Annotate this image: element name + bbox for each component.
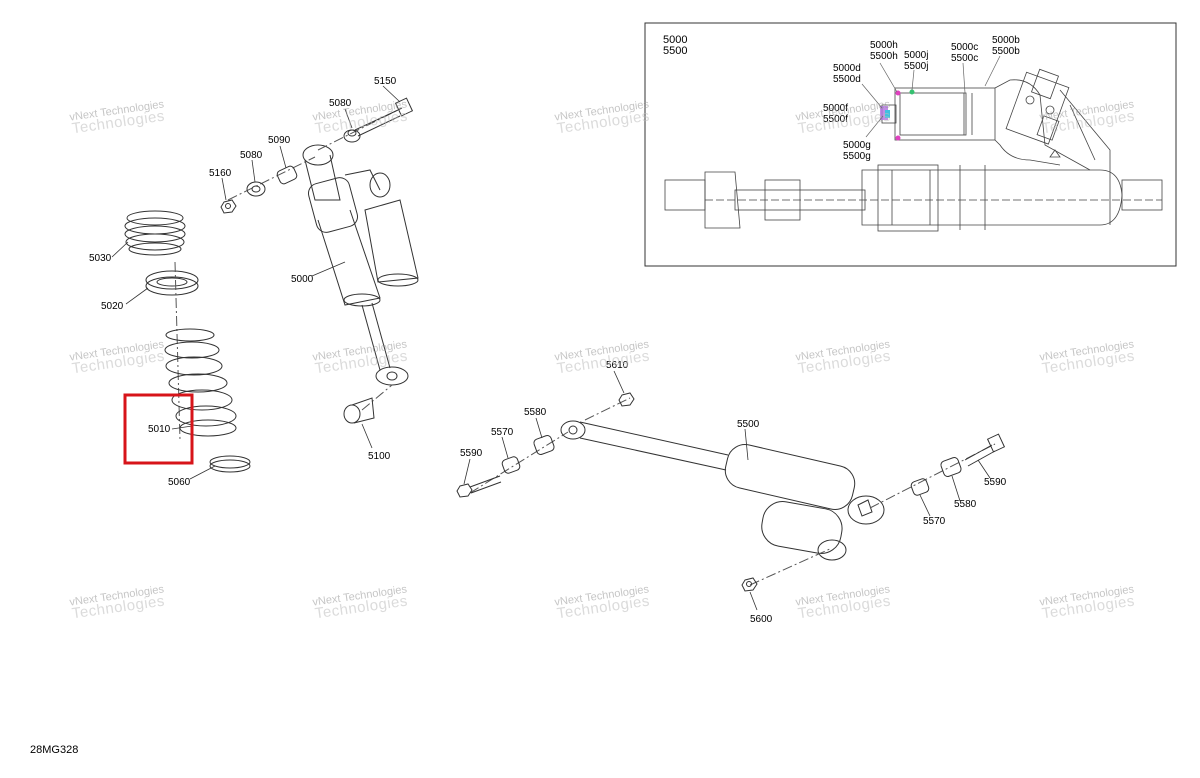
nut-5160 xyxy=(220,199,237,214)
callout-marker-j xyxy=(909,89,915,95)
bushing-5580-right xyxy=(940,457,962,477)
label-5000[interactable]: 5000 xyxy=(291,274,314,285)
shock-bottom-axis xyxy=(361,384,393,411)
callout-marker-g xyxy=(895,135,901,141)
inset-shock-cutaway xyxy=(664,68,1163,232)
spring-axis xyxy=(174,261,181,441)
shock-top-axis xyxy=(227,156,316,201)
label-5500[interactable]: 5500 xyxy=(737,419,760,430)
label-5570-right[interactable]: 5570 xyxy=(923,516,946,527)
ring-5060 xyxy=(209,455,251,473)
lower-top-axis xyxy=(584,397,631,421)
bushing-5580-left xyxy=(533,435,555,455)
label-5590-left[interactable]: 5590 xyxy=(460,448,483,459)
callout-d: 5000d 5500d xyxy=(833,63,861,85)
sleeve-5570-right xyxy=(910,478,930,496)
callout-c: 5000c 5500c xyxy=(951,42,979,64)
label-5590-right[interactable]: 5590 xyxy=(984,477,1007,488)
collar-5020 xyxy=(145,270,199,296)
label-5060[interactable]: 5060 xyxy=(168,477,191,488)
label-5100[interactable]: 5100 xyxy=(368,451,391,462)
callout-g: 5000g 5500g xyxy=(843,140,871,162)
label-5150[interactable]: 5150 xyxy=(374,76,397,87)
spring-5010 xyxy=(164,328,237,437)
inset-title-5500: 5500 xyxy=(663,45,688,57)
sleeve-5090 xyxy=(276,165,298,185)
label-5080-left[interactable]: 5080 xyxy=(240,150,263,161)
leader-lines xyxy=(111,85,991,611)
label-5600[interactable]: 5600 xyxy=(750,614,773,625)
spring-5030 xyxy=(124,210,186,256)
label-5570-left[interactable]: 5570 xyxy=(491,427,514,438)
diagram-reference-id: 28MG328 xyxy=(30,744,79,756)
sleeve-5570-left xyxy=(501,456,521,474)
shock-5000 xyxy=(302,144,419,386)
lower-bottom-axis xyxy=(749,547,833,586)
highlight-box-5010 xyxy=(123,393,194,465)
bushing-5100 xyxy=(343,397,375,424)
inset-frame xyxy=(644,22,1177,267)
bushing-5080-left xyxy=(246,181,266,197)
label-5580-left[interactable]: 5580 xyxy=(524,407,547,418)
inset-leader-lines xyxy=(861,55,1001,138)
bushing-5080-top xyxy=(343,129,361,143)
callout-j: 5000j 5500j xyxy=(904,50,929,72)
label-5080-top[interactable]: 5080 xyxy=(329,98,352,109)
callout-marker-d xyxy=(880,106,888,120)
label-5610[interactable]: 5610 xyxy=(606,360,629,371)
bolt-5590-left xyxy=(456,475,502,498)
label-5010[interactable]: 5010 xyxy=(148,424,171,435)
label-5020[interactable]: 5020 xyxy=(101,301,124,312)
label-5030[interactable]: 5030 xyxy=(89,253,112,264)
nut-5610 xyxy=(618,392,635,407)
bolt-5150 xyxy=(354,97,414,137)
label-5160[interactable]: 5160 xyxy=(209,168,232,179)
inset-title-5000: 5000 xyxy=(663,34,688,46)
callout-h: 5000h 5500h xyxy=(870,40,898,62)
callout-b: 5000b 5500b xyxy=(992,35,1020,57)
bolt-5590-right xyxy=(964,433,1006,467)
label-5580-right[interactable]: 5580 xyxy=(954,499,977,510)
callout-f: 5000f 5500f xyxy=(823,103,849,125)
callout-marker-f xyxy=(885,110,890,118)
shock-5500 xyxy=(560,420,885,561)
label-5090[interactable]: 5090 xyxy=(268,135,291,146)
nut-5600 xyxy=(741,577,758,592)
